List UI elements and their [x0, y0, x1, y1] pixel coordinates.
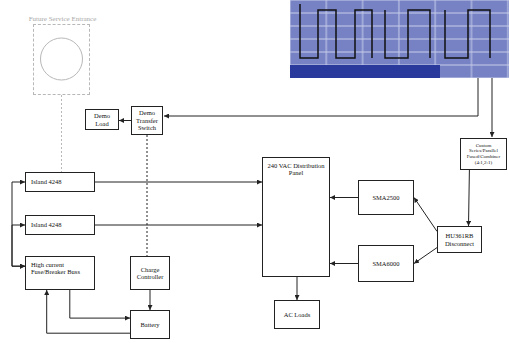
panel-dark-row: [290, 65, 440, 78]
node-label: High current Fuse/Breaker Buss: [31, 261, 92, 276]
connector: [61, 95, 62, 172]
node-label: Custom Series/Parallel Fused/Combiner (4…: [463, 143, 504, 166]
node-label: Demo Transfer Switch: [134, 109, 160, 131]
panel-grid: [290, 0, 509, 78]
node-label: AC Loads: [277, 311, 317, 318]
node-label: Island 4248: [31, 221, 92, 228]
string-wiring: [300, 4, 490, 58]
inverter-box: Island 4248: [25, 172, 95, 192]
service-entrance: Future Service Entrance: [33, 24, 90, 95]
connector: [330, 197, 358, 198]
disconnect-box: HU361RB Disconnect: [437, 226, 482, 253]
controller-box: Charge Controller: [130, 256, 170, 290]
node-label: SMA2500: [361, 194, 411, 201]
switch-box: Demo Transfer Switch: [131, 106, 163, 135]
combiner-box: Custom Series/Parallel Fused/Combiner (4…: [460, 138, 507, 170]
connector: [150, 290, 151, 310]
panel-body: [290, 0, 509, 78]
solar-panel: [290, 0, 509, 78]
inverter-box: SMA6000: [358, 245, 414, 282]
connector: [147, 135, 148, 256]
connector: [414, 198, 437, 232]
connector: [468, 170, 470, 226]
node-label: 240 VAC Distribution Panel: [265, 162, 327, 177]
load-box: AC Loads: [274, 300, 320, 329]
connector: [95, 225, 262, 226]
node-label: Future Service Entrance: [22, 15, 103, 23]
connector: [414, 248, 437, 264]
node-label: Battery: [133, 321, 167, 328]
bus-box: High current Fuse/Breaker Buss: [25, 256, 95, 290]
panel-to-combiner-wire: [492, 78, 493, 137]
connector: [12, 225, 25, 266]
node-label: SMA6000: [361, 260, 411, 267]
inverter-box: SMA2500: [358, 180, 414, 215]
connector: [47, 290, 130, 333]
connector: [12, 182, 25, 266]
connector: [297, 277, 298, 300]
meter-symbol: [41, 38, 83, 80]
connector: [70, 290, 130, 318]
node-label: Island 4248: [31, 178, 92, 185]
connector: [119, 120, 131, 121]
connector: [330, 263, 358, 264]
battery-box: Battery: [130, 310, 170, 339]
node-label: HU361RB Disconnect: [440, 232, 479, 247]
panel-box: 240 VAC Distribution Panel: [262, 157, 330, 277]
load-box: Demo Load: [85, 109, 119, 130]
panel-to-switch-wire: [164, 78, 478, 116]
connector: [95, 182, 262, 183]
inverter-box: Island 4248: [25, 215, 95, 235]
node-label: Charge Controller: [133, 266, 167, 281]
node-label: Demo Load: [88, 112, 116, 127]
